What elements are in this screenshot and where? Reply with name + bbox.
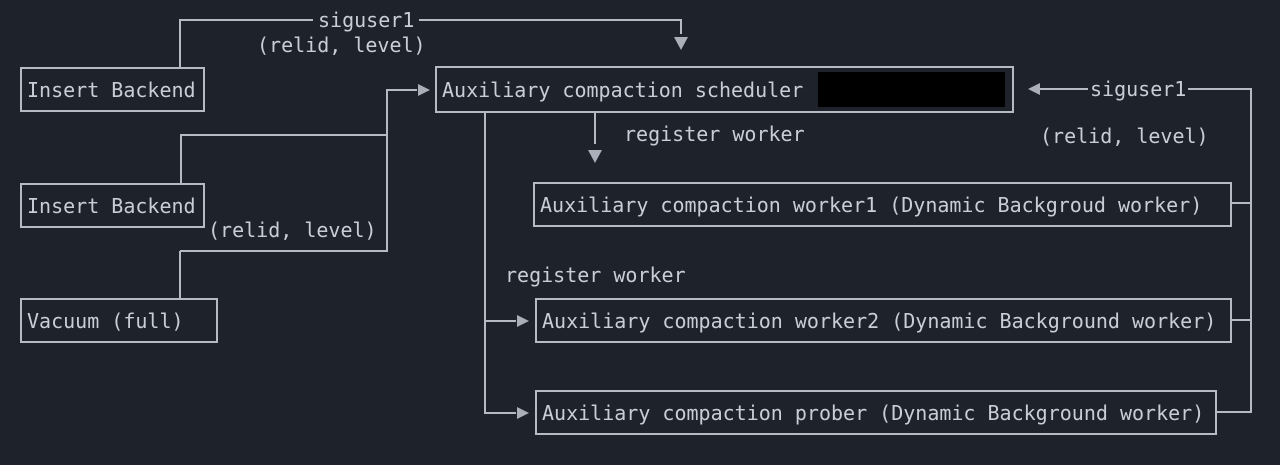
edge-line-backend2-horiz bbox=[180, 134, 388, 136]
edge-line-worker2-to-bus bbox=[1232, 319, 1252, 321]
node-label: Vacuum (full) bbox=[27, 308, 184, 333]
node-label: Auxiliary compaction scheduler bbox=[442, 77, 804, 102]
node-compaction-worker2: Auxiliary compaction worker2 (Dynamic Ba… bbox=[535, 298, 1232, 343]
edge-label-relid-level-right: (relid, level) bbox=[1040, 124, 1209, 148]
arrowhead-right-icon bbox=[517, 407, 529, 419]
edge-line-top-vert-left bbox=[179, 20, 181, 67]
edge-line-top-horiz-a bbox=[179, 19, 313, 21]
edge-line-siguser1-right-b bbox=[1188, 88, 1252, 90]
node-insert-backend-2: Insert Backend bbox=[20, 183, 205, 228]
arrowhead-down-icon bbox=[674, 37, 688, 50]
node-compaction-prober: Auxiliary compaction prober (Dynamic Bac… bbox=[535, 390, 1217, 435]
edge-label-register-worker-2: register worker bbox=[505, 263, 686, 287]
edge-label-register-worker-1: register worker bbox=[624, 122, 805, 146]
edge-line-mid-bus-vert bbox=[386, 89, 388, 252]
edge-line-into-prober bbox=[484, 412, 516, 414]
node-insert-backend-1: Insert Backend bbox=[20, 67, 205, 112]
edge-label-relid-level-mid: (relid, level) bbox=[208, 218, 377, 242]
edge-line-vacuum-horiz bbox=[180, 250, 388, 252]
edge-line-worker1-to-bus bbox=[1232, 202, 1252, 204]
arrowhead-right-icon bbox=[418, 84, 430, 96]
edge-line-right-bus-vert bbox=[1250, 88, 1252, 413]
arrowhead-right-icon bbox=[517, 315, 529, 327]
edge-line-scheduler-left-bus bbox=[484, 113, 486, 414]
edge-label-siguser1-right: siguser1 bbox=[1090, 77, 1187, 101]
edge-line-backend2-vert bbox=[180, 135, 182, 183]
arrowhead-left-icon bbox=[1028, 83, 1040, 95]
edge-line-into-worker2 bbox=[484, 320, 516, 322]
edge-line-vacuum-vert bbox=[179, 251, 181, 298]
edge-line-top-horiz-b bbox=[419, 19, 682, 21]
node-vacuum-full: Vacuum (full) bbox=[20, 298, 218, 343]
node-compaction-scheduler: Auxiliary compaction scheduler bbox=[435, 66, 1014, 113]
arrowhead-down-icon bbox=[588, 150, 602, 163]
node-label: Insert Backend bbox=[27, 193, 196, 218]
edge-line-siguser1-right-a bbox=[1040, 88, 1088, 90]
edge-line-prober-to-bus bbox=[1217, 411, 1252, 413]
node-label: Insert Backend bbox=[27, 77, 196, 102]
node-label: Auxiliary compaction prober (Dynamic Bac… bbox=[542, 400, 1205, 425]
edge-label-siguser1-top: siguser1 bbox=[318, 8, 415, 32]
node-compaction-worker1: Auxiliary compaction worker1 (Dynamic Ba… bbox=[533, 182, 1232, 227]
edge-line-into-scheduler bbox=[386, 89, 417, 91]
edge-line-scheduler-worker1 bbox=[594, 113, 596, 144]
edge-line-top-vert-right bbox=[680, 19, 682, 34]
node-label: Auxiliary compaction worker1 (Dynamic Ba… bbox=[540, 192, 1203, 217]
node-label: Auxiliary compaction worker2 (Dynamic Ba… bbox=[542, 308, 1217, 333]
redaction-black-box bbox=[818, 72, 1005, 107]
edge-label-relid-level-top: (relid, level) bbox=[257, 33, 426, 57]
